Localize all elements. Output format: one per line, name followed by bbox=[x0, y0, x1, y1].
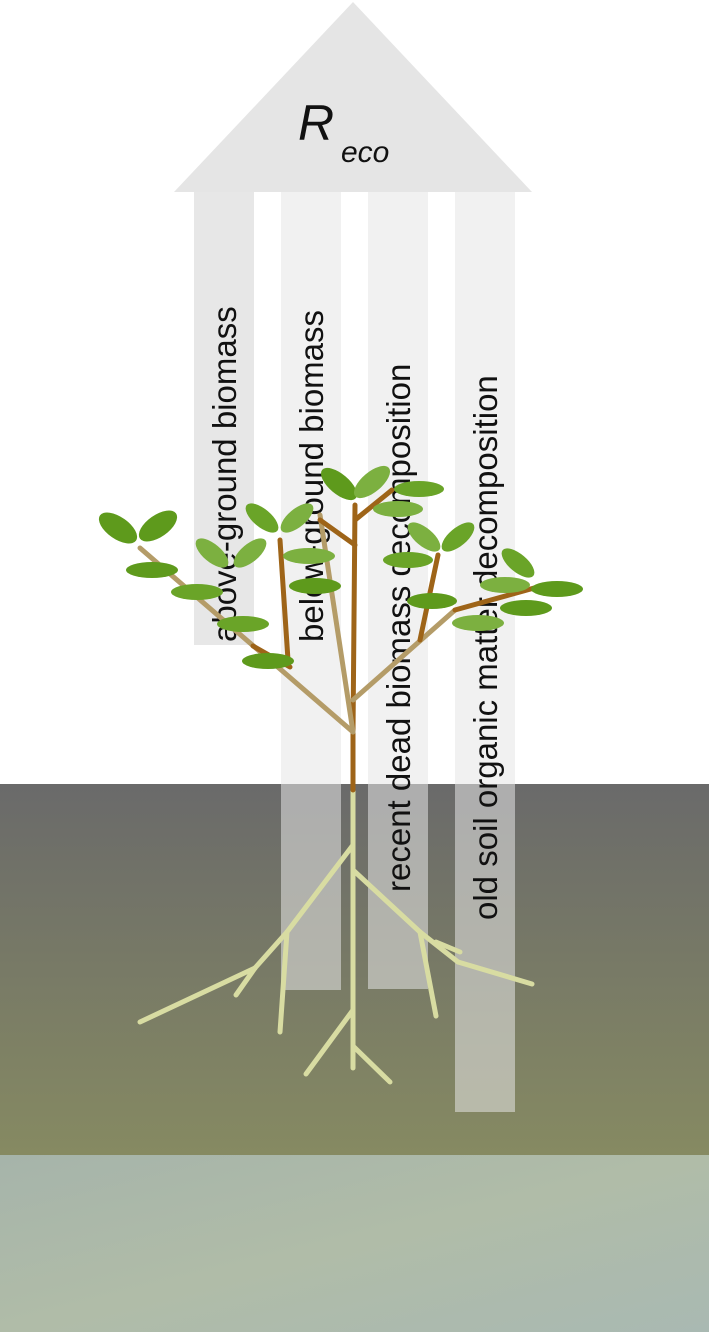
reco-title: R bbox=[298, 95, 334, 151]
plant-roots bbox=[137, 787, 535, 1085]
label-old-soil-organic-matter: old soil organic matter decomposition bbox=[467, 375, 504, 920]
column-old-soil bbox=[455, 192, 515, 1112]
plant-leaves bbox=[98, 465, 583, 669]
reco-arrow-head bbox=[174, 2, 532, 192]
label-recent-dead-biomass: recent dead biomass decomposition bbox=[380, 364, 417, 892]
reco-subscript: eco bbox=[341, 136, 389, 169]
column-above-ground bbox=[194, 192, 254, 645]
column-recent-dead bbox=[368, 192, 428, 989]
bedrock-layer bbox=[0, 1155, 709, 1332]
